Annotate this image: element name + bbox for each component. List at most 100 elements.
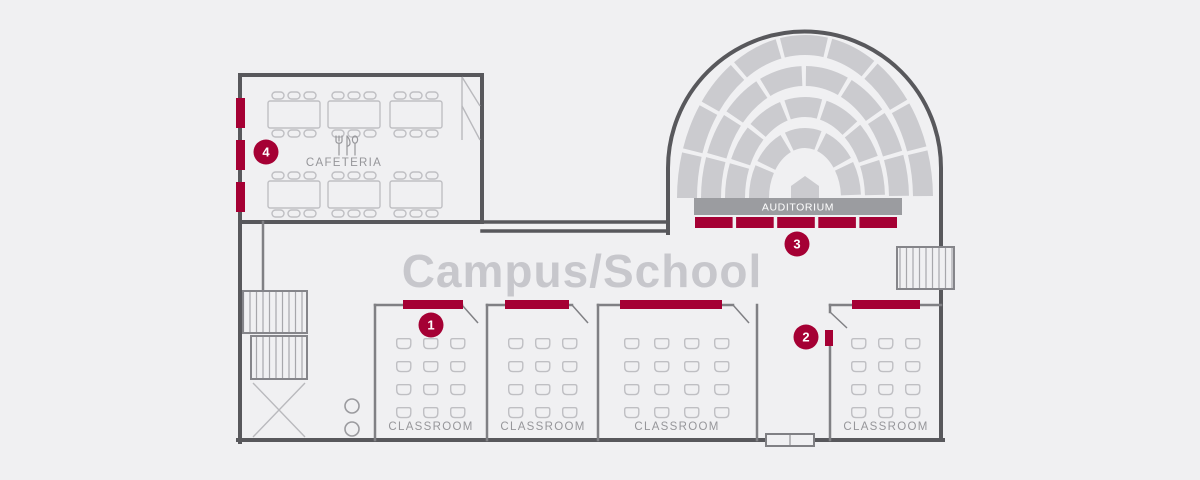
marker-2-number: 2 (802, 330, 809, 345)
stair-flight (242, 290, 308, 334)
desk-icon (714, 407, 730, 419)
desk-icon (684, 361, 700, 373)
classroom-4-door (829, 311, 848, 329)
desk-icon (714, 338, 730, 350)
desk-icon (423, 384, 439, 396)
desk-icon (450, 384, 466, 396)
wall-unit-cafeteria-1 (236, 98, 245, 128)
desk-icon (851, 407, 867, 419)
cafeteria-room: CAFETERIA (267, 91, 443, 218)
auditorium-seat-row (749, 128, 861, 199)
cafeteria-table (327, 171, 381, 218)
utensils-icon (335, 135, 359, 156)
auditorium-label: AUDITORIUM (762, 202, 834, 214)
desk-icon (535, 384, 551, 396)
campus-title: Campus/School (402, 245, 763, 297)
desk-icon (684, 338, 700, 350)
wall-unit-cafeteria-2 (236, 140, 245, 170)
desk-icon (654, 407, 670, 419)
wall-unit-classroom-4 (852, 300, 920, 309)
desk-icon (396, 361, 412, 373)
wall-unit-classroom-3 (620, 300, 722, 309)
auditorium-room: AUDITORIUM (677, 35, 933, 215)
classroom-2-door (571, 304, 589, 324)
desk-icon (450, 338, 466, 350)
desk-icon (878, 361, 894, 373)
desk-icon (624, 384, 640, 396)
desk-icon (654, 361, 670, 373)
desk-icon (624, 338, 640, 350)
marker-3[interactable]: 3 (784, 231, 810, 257)
column (344, 398, 360, 414)
desk-icon (878, 338, 894, 350)
stairs-left (242, 290, 308, 438)
marker-4[interactable]: 4 (253, 139, 279, 165)
marker-2[interactable]: 2 (793, 324, 819, 350)
desk-icon (905, 384, 921, 396)
auditorium-seat-row (701, 66, 909, 199)
desk-icon (508, 338, 524, 350)
desk-icon (654, 384, 670, 396)
classroom-4-label: CLASSROOM (843, 421, 928, 433)
classroom-1-door (461, 304, 479, 324)
classroom-1-label: CLASSROOM (388, 421, 473, 433)
desk-icon (562, 384, 578, 396)
marker-1[interactable]: 1 (418, 312, 444, 338)
auditorium-label-bar (694, 198, 902, 215)
desk-icon (905, 338, 921, 350)
stair-flight (896, 246, 955, 290)
cafeteria-label: CAFETERIA (306, 157, 382, 169)
desk-icon (624, 361, 640, 373)
desk-icon (905, 407, 921, 419)
marker-3-number: 3 (793, 237, 800, 252)
cafeteria-table (389, 171, 443, 218)
desk-icon (508, 407, 524, 419)
desk-icon (851, 338, 867, 350)
auditorium-stage (791, 176, 819, 201)
desk-icon (684, 407, 700, 419)
desk-icon (508, 361, 524, 373)
desk-icon (562, 407, 578, 419)
desk-icon (423, 338, 439, 350)
desk-icon (423, 407, 439, 419)
desk-icon (535, 338, 551, 350)
desk-icon (396, 338, 412, 350)
stair-flight (250, 335, 308, 380)
classroom-2-label: CLASSROOM (500, 421, 585, 433)
cafeteria-table (389, 91, 443, 138)
auditorium-seat-row (725, 97, 885, 199)
desk-icon (714, 384, 730, 396)
entrance-door (765, 433, 815, 447)
desk-icon (654, 338, 670, 350)
accent-units (236, 98, 920, 346)
desk-icon (562, 338, 578, 350)
marker-1-number: 1 (427, 318, 434, 333)
marker-4-number: 4 (262, 145, 270, 160)
desk-icon (714, 361, 730, 373)
desk-icon (851, 384, 867, 396)
wall-unit-corridor (825, 330, 833, 346)
desk-icon (450, 407, 466, 419)
outer-walls (236, 29, 945, 444)
desk-icon (423, 361, 439, 373)
desk-icon (624, 407, 640, 419)
cafeteria-table (327, 91, 381, 138)
column (344, 421, 360, 437)
stairs-right (896, 246, 955, 290)
desk-icon (684, 384, 700, 396)
auditorium-seat-row (677, 35, 933, 199)
desk-icon (396, 384, 412, 396)
desk-icon (450, 361, 466, 373)
desk-icon (851, 361, 867, 373)
auditorium-dome-wall (666, 29, 943, 249)
cafeteria-table (267, 91, 321, 138)
desk-icon (905, 361, 921, 373)
desk-icon (508, 384, 524, 396)
desk-icon (562, 361, 578, 373)
desk-icon (878, 407, 894, 419)
wall-unit-cafeteria-3 (236, 182, 245, 212)
desk-icon (535, 407, 551, 419)
desk-icon (878, 384, 894, 396)
